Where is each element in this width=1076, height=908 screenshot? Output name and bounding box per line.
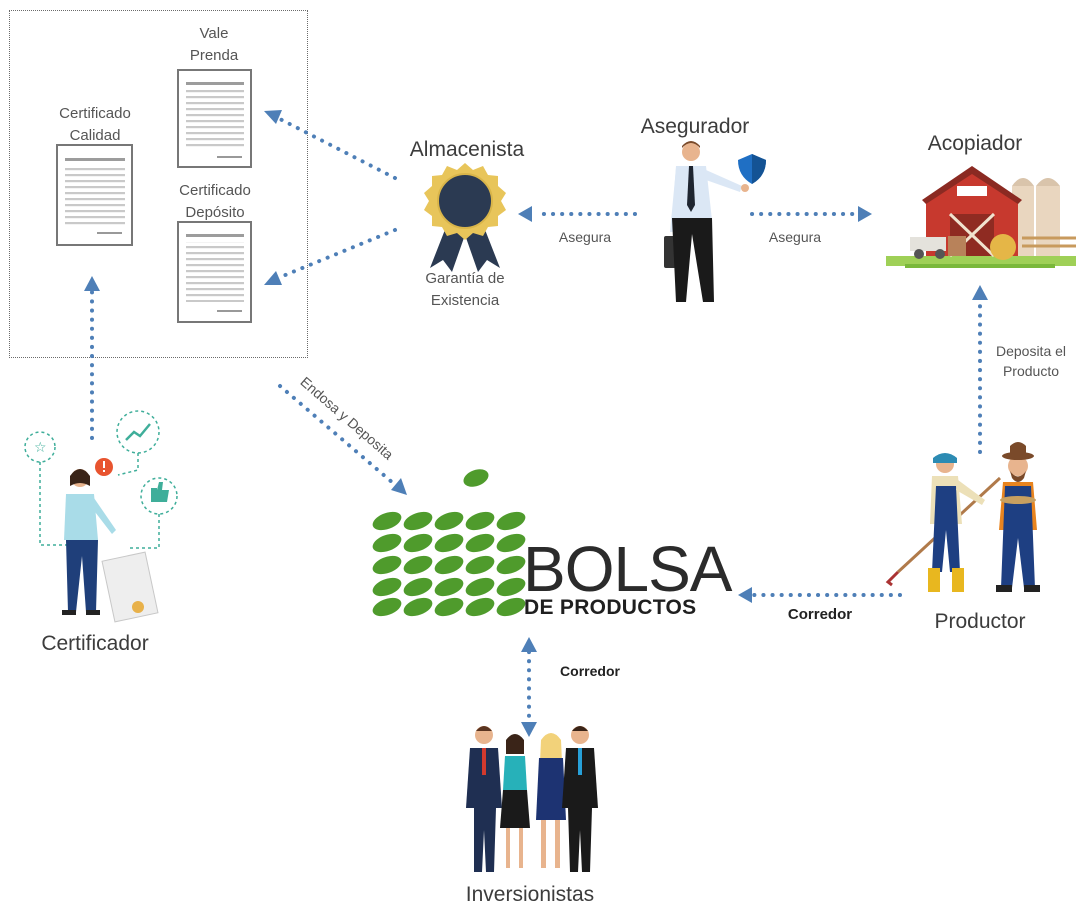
arrowheads <box>84 110 988 737</box>
certificado-calidad-label: Certificado Calidad <box>59 105 131 144</box>
acopiador-label: Acopiador <box>927 132 1023 155</box>
corredor-productor-label: Corredor <box>787 606 853 623</box>
corredor-inversionistas-label: Corredor <box>560 663 620 679</box>
bolsa-logo-subtitle: DE PRODUCTOS <box>524 596 697 619</box>
documents-frame <box>9 10 308 358</box>
productor-label: Productor <box>934 610 1026 633</box>
certificado-deposito-label: Certificado Depósito <box>179 182 251 221</box>
bolsa-logo-dots <box>372 469 526 617</box>
almacenista-label: Almacenista <box>409 138 525 161</box>
vale-prenda-label: Vale Prenda <box>189 25 239 64</box>
arrows <box>90 116 982 724</box>
investors-icon <box>466 726 598 872</box>
vale-prenda-document-icon <box>177 69 252 168</box>
certificador-label: Certificador <box>41 632 149 655</box>
asegurador-label: Asegurador <box>640 115 750 138</box>
bolsa-logo-word: BOLSA <box>523 533 732 605</box>
asegura-right-label: Asegura <box>768 229 822 245</box>
medal-icon <box>424 163 506 272</box>
farmer-icon <box>885 442 1040 592</box>
star-icon: ☆ <box>34 440 47 456</box>
deposita-label: Deposita el Producto <box>995 343 1067 379</box>
garantia-label: Garantía de Existencia <box>425 270 505 309</box>
asegurador-person-icon <box>664 141 766 302</box>
asegura-left-label: Asegura <box>558 229 612 245</box>
inversionistas-label: Inversionistas <box>465 883 595 906</box>
certificado-calidad-document-icon <box>56 144 133 246</box>
barn-icon <box>886 166 1076 268</box>
certificado-deposito-document-icon <box>177 221 252 323</box>
certificador-person-icon: ☆ <box>24 410 178 623</box>
